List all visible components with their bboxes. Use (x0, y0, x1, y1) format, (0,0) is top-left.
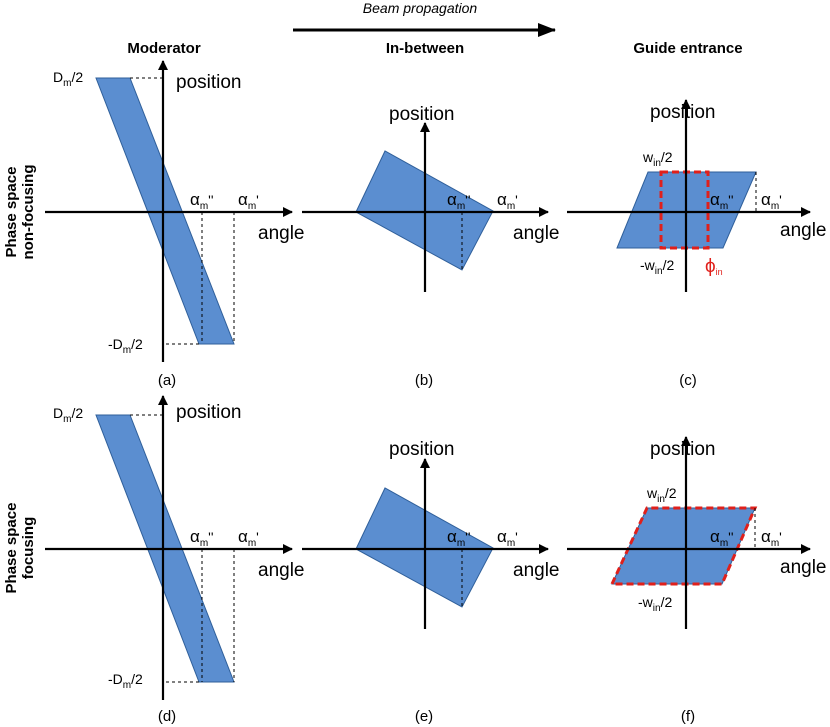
alpha-m-prime-label: αm' (761, 190, 782, 212)
position-axis-label: position (650, 102, 716, 123)
alpha-m-double-prime-label: αm'' (447, 527, 471, 549)
angle-axis-label: angle (513, 223, 560, 244)
caption-e: (e) (415, 708, 433, 725)
guide-acceptance-window (659, 170, 710, 250)
caption-d: (d) (158, 708, 176, 725)
dm-half-label: Dm/2 (53, 405, 83, 425)
panel-e: position αm'' αm' angle (e) (302, 439, 560, 725)
alpha-m-double-prime-label: αm'' (710, 190, 734, 212)
neg-w-in-half-label: -win/2 (638, 594, 672, 614)
neg-dm-half-label: -Dm/2 (108, 671, 143, 691)
neg-w-in-half-label: -win/2 (640, 257, 674, 277)
beam-propagation-label: Beam propagation (363, 0, 478, 16)
angle-axis-label: angle (258, 223, 305, 244)
guide-phase-area (611, 507, 756, 585)
panel-f: position win/2 -win/2 αm'' αm' angle (f) (567, 436, 827, 725)
svg-text:Phase space: Phase space (3, 503, 20, 594)
angle-axis-label: angle (258, 560, 305, 581)
alpha-m-double-prime-label: αm'' (190, 527, 214, 549)
alpha-m-double-prime-label: αm'' (710, 527, 734, 549)
guide-entrance-header: Guide entrance (633, 40, 742, 57)
angle-axis-label: angle (780, 220, 827, 241)
alpha-m-prime-label: αm' (761, 527, 782, 549)
panel-a: position Dm/2 -Dm/2 αm'' αm' angle (a) (45, 60, 305, 389)
alpha-m-double-prime-label: αm'' (190, 190, 214, 212)
panel-b: position αm'' αm' angle (b) (302, 104, 560, 389)
svg-text:focusing: focusing (20, 517, 37, 580)
w-in-half-label: win/2 (646, 485, 677, 505)
position-axis-label: position (389, 104, 455, 125)
alpha-m-prime-label: αm' (497, 190, 518, 212)
caption-f: (f) (681, 708, 695, 725)
position-axis-label: position (176, 402, 242, 423)
neg-dm-half-label: -Dm/2 (108, 336, 143, 356)
caption-b: (b) (415, 372, 433, 389)
alpha-m-double-prime-label: αm'' (447, 190, 471, 212)
inbetween-header: In-between (386, 40, 464, 57)
panel-d: position Dm/2 -Dm/2 αm'' αm' angle (d) (45, 395, 305, 725)
position-axis-label: position (389, 439, 455, 460)
dm-half-label: Dm/2 (53, 69, 83, 89)
alpha-m-prime-label: αm' (497, 527, 518, 549)
angle-axis-label: angle (780, 557, 827, 578)
alpha-m-prime-label: αm' (238, 190, 259, 212)
caption-c: (c) (679, 372, 697, 389)
position-axis-label: position (650, 439, 716, 460)
svg-text:Phase space: Phase space (3, 167, 20, 258)
position-axis-label: position (176, 72, 242, 93)
moderator-header: Moderator (127, 40, 201, 57)
alpha-m-prime-label: αm' (238, 527, 259, 549)
panel-c: position win/2 -win/2 αm'' αm' ϕin angle… (567, 99, 827, 389)
phi-in-label: ϕin (705, 256, 723, 277)
row-label-focusing: Phase space focusing (3, 503, 37, 594)
svg-text:non-focusing: non-focusing (20, 165, 37, 260)
angle-axis-label: angle (513, 560, 560, 581)
row-label-nonfocusing: Phase space non-focusing (3, 165, 37, 260)
caption-a: (a) (158, 372, 176, 389)
w-in-half-label: win/2 (642, 149, 673, 169)
